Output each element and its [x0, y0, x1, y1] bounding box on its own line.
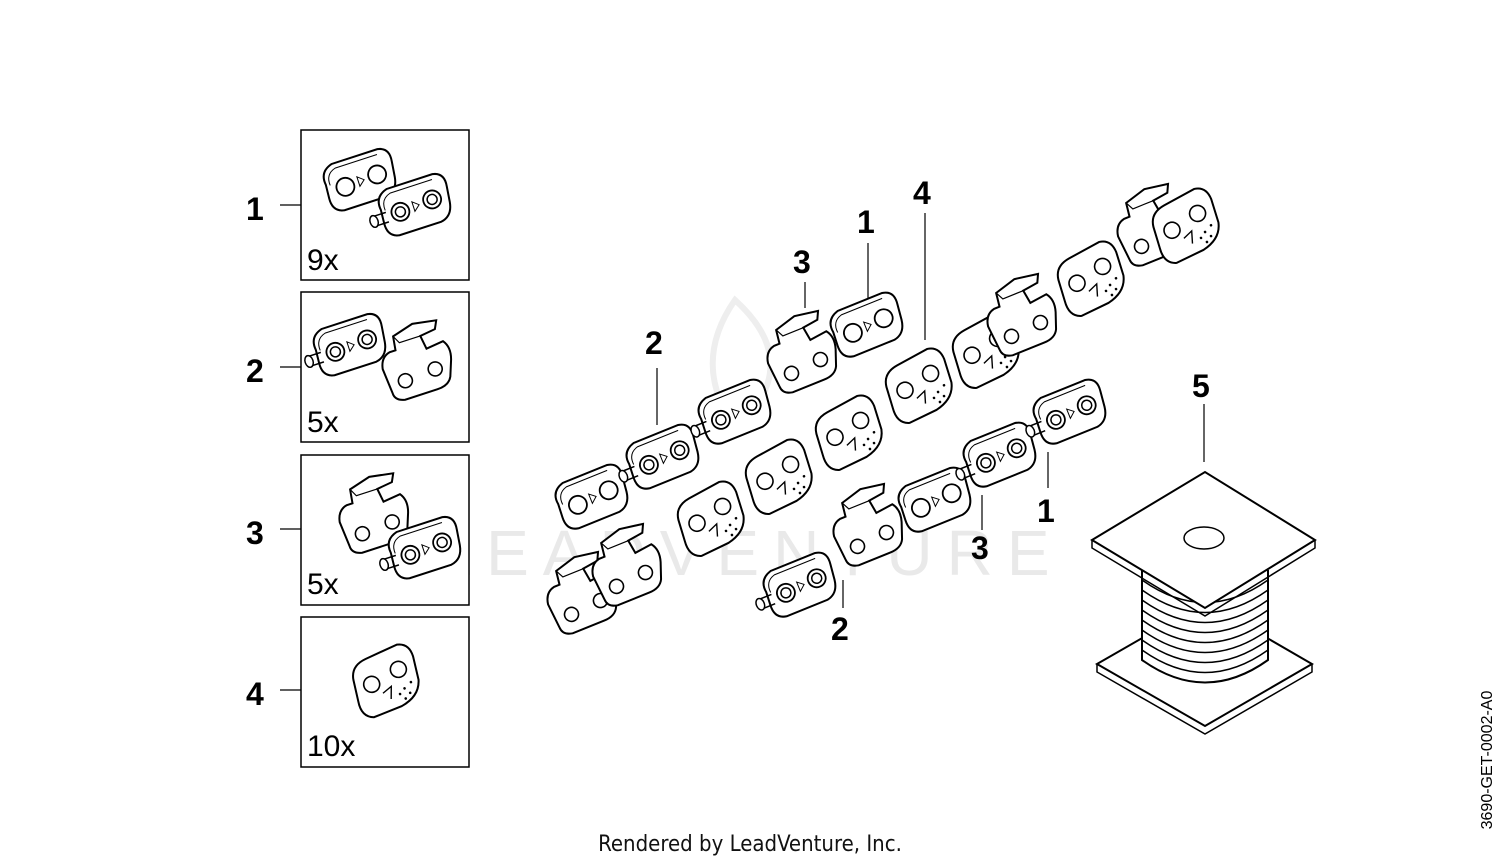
legend-qty-1: 9x — [307, 244, 339, 277]
legend-callout-2: 2 — [246, 353, 264, 389]
legend-callout-4: 4 — [246, 676, 264, 712]
legend-box-1: 9x — [300, 129, 470, 281]
callout-2-upper: 2 — [645, 325, 663, 361]
callout-5: 5 — [1192, 368, 1210, 404]
legend-box-2: 5x — [297, 291, 470, 443]
legend-callout-3: 3 — [246, 515, 264, 551]
callout-3-lower: 3 — [971, 530, 989, 566]
callout-3-upper: 3 — [793, 244, 811, 280]
legend-callout-1: 1 — [246, 191, 264, 227]
legend-box-3: 5x — [300, 454, 470, 606]
footer-credit: Rendered by LeadVenture, Inc. — [598, 832, 902, 857]
callout-1-lower: 1 — [1037, 493, 1055, 529]
callout-2-lower: 2 — [831, 611, 849, 647]
legend-qty-4: 10x — [307, 730, 355, 763]
chain-reel-illustration — [1090, 470, 1317, 735]
watermark-text: LEADVENTURE — [437, 517, 1064, 589]
legend-box-4: 10x — [300, 616, 470, 768]
legend-qty-3: 5x — [307, 568, 339, 601]
callout-1-upper: 1 — [857, 204, 875, 240]
diagram-id: 3690-GET-0002-A0 — [1479, 690, 1496, 830]
callout-4-upper: 4 — [913, 175, 931, 211]
legend-qty-2: 5x — [307, 406, 339, 439]
